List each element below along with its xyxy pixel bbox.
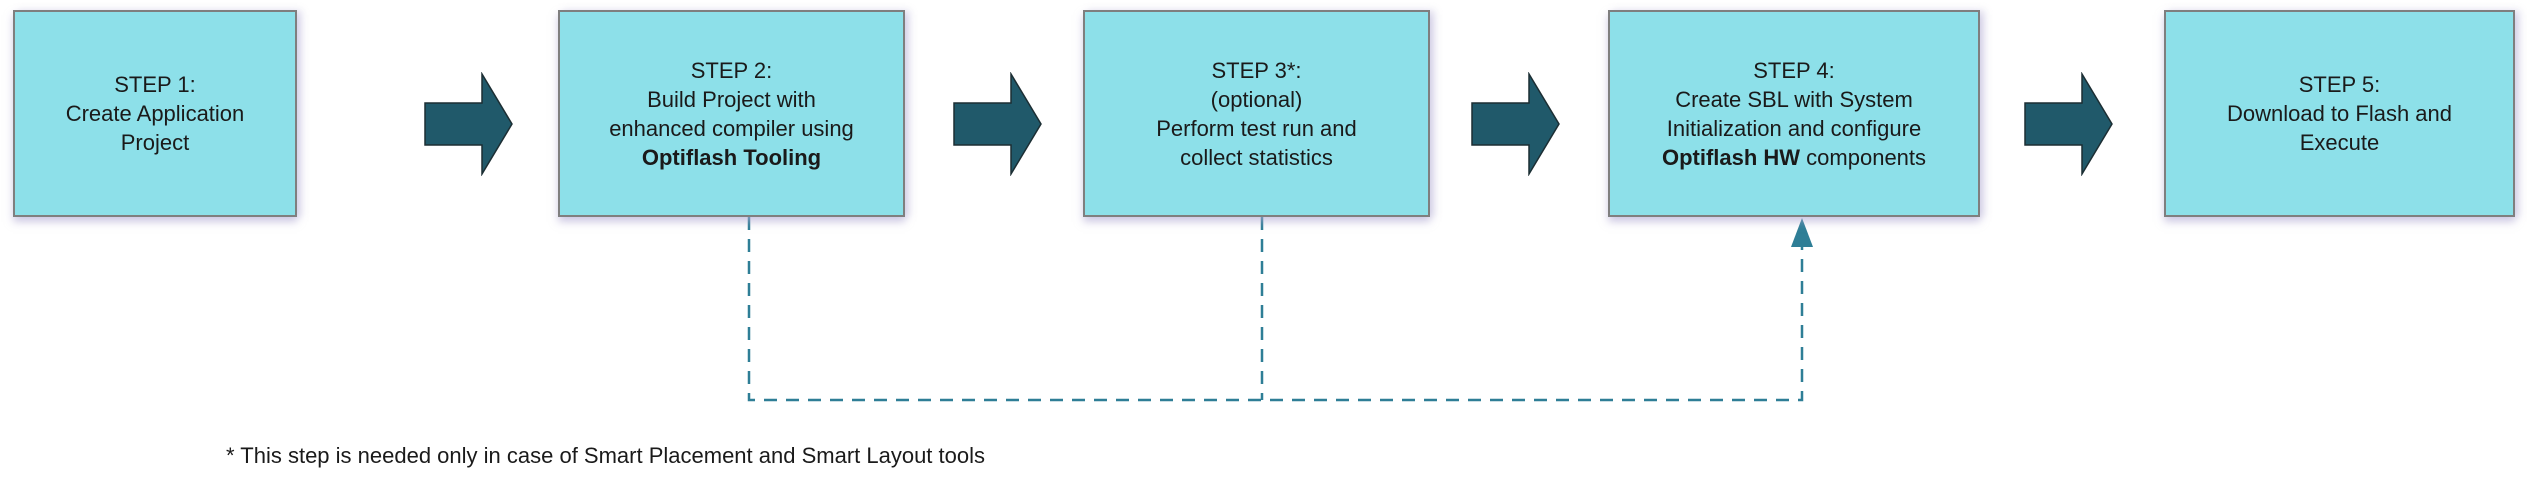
step-2-text: enhanced compiler using bbox=[609, 115, 854, 141]
arrow-step3-to-step4-icon bbox=[1471, 72, 1560, 176]
arrow-step2-to-step3-icon bbox=[953, 72, 1042, 176]
feedback-arrowhead-up-icon bbox=[1791, 218, 1813, 247]
step-4-box: STEP 4: Create SBL with System Initializ… bbox=[1608, 10, 1980, 217]
step-1-box: STEP 1: Create Application Project bbox=[13, 10, 297, 217]
arrow-step4-to-step5-icon bbox=[2024, 72, 2113, 176]
step-1-text: Create Application bbox=[65, 101, 245, 126]
step-5-box: STEP 5: Download to Flash and Execute bbox=[2164, 10, 2515, 217]
step-1-text: Project bbox=[120, 130, 190, 155]
step-3-title: STEP 3*: bbox=[1211, 57, 1302, 83]
step-4-text: Create SBL with System bbox=[1675, 86, 1913, 112]
step-5-text: Execute bbox=[2299, 130, 2380, 155]
step-5-text: Download to Flash and bbox=[2226, 101, 2453, 126]
step-4-title: STEP 4: bbox=[1753, 57, 1835, 83]
step-4-mixed-text: Optiflash HW components bbox=[1662, 143, 1926, 172]
step-3-text: Perform test run and bbox=[1156, 115, 1357, 141]
step-3-text: (optional) bbox=[1210, 86, 1303, 112]
footnote-text: * This step is needed only in case of Sm… bbox=[226, 443, 985, 468]
feedback-path bbox=[747, 217, 1804, 402]
step-3-box: STEP 3*: (optional) Perform test run and… bbox=[1083, 10, 1430, 217]
step-4-regular-text: components bbox=[1800, 144, 1927, 170]
step-5-title: STEP 5: bbox=[2298, 72, 2381, 97]
step-4-bold-text: Optiflash HW bbox=[1661, 144, 1801, 170]
step-2-box: STEP 2: Build Project with enhanced comp… bbox=[558, 10, 905, 217]
step-2-bold-text: Optiflash Tooling bbox=[641, 144, 822, 170]
step-1-title: STEP 1: bbox=[114, 72, 196, 97]
step-2-title: STEP 2: bbox=[690, 57, 773, 83]
step-2-text: Build Project with bbox=[647, 86, 816, 112]
step-3-text: collect statistics bbox=[1180, 144, 1333, 170]
step-4-text: Initialization and configure bbox=[1666, 115, 1922, 141]
arrow-step1-to-step2-icon bbox=[424, 72, 513, 176]
